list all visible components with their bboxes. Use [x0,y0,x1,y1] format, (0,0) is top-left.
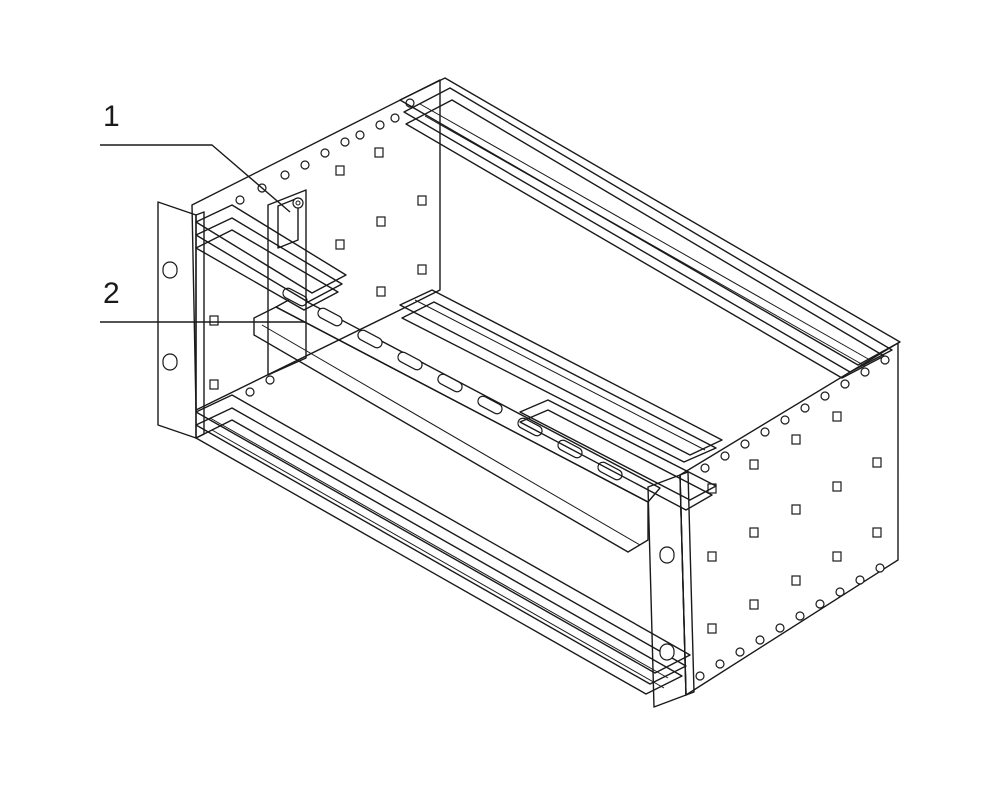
flange-slot-top-right [659,546,675,564]
bottom-front-rail [195,394,691,695]
left-front-flange [157,201,205,439]
callout-2: 2 [100,277,305,323]
flange-slot-bottom-left [162,353,178,371]
left-panel-holes [209,98,427,397]
callout-1: 1 [100,100,291,213]
callout-label-2: 2 [103,277,120,310]
flange-slot-top-left [162,261,178,279]
middle-front-rail [519,399,717,511]
mounting-bracket [267,189,307,376]
top-rear-rail [399,77,901,379]
right-front-flange [647,471,695,708]
top-front-rail [195,204,347,311]
right-side-panel [679,342,899,696]
flange-slot-bottom-right [659,643,675,661]
right-panel-holes [695,355,890,681]
leader-line-1 [100,144,291,213]
callout-label-1: 1 [103,100,120,133]
middle-rear-rail [399,289,723,463]
